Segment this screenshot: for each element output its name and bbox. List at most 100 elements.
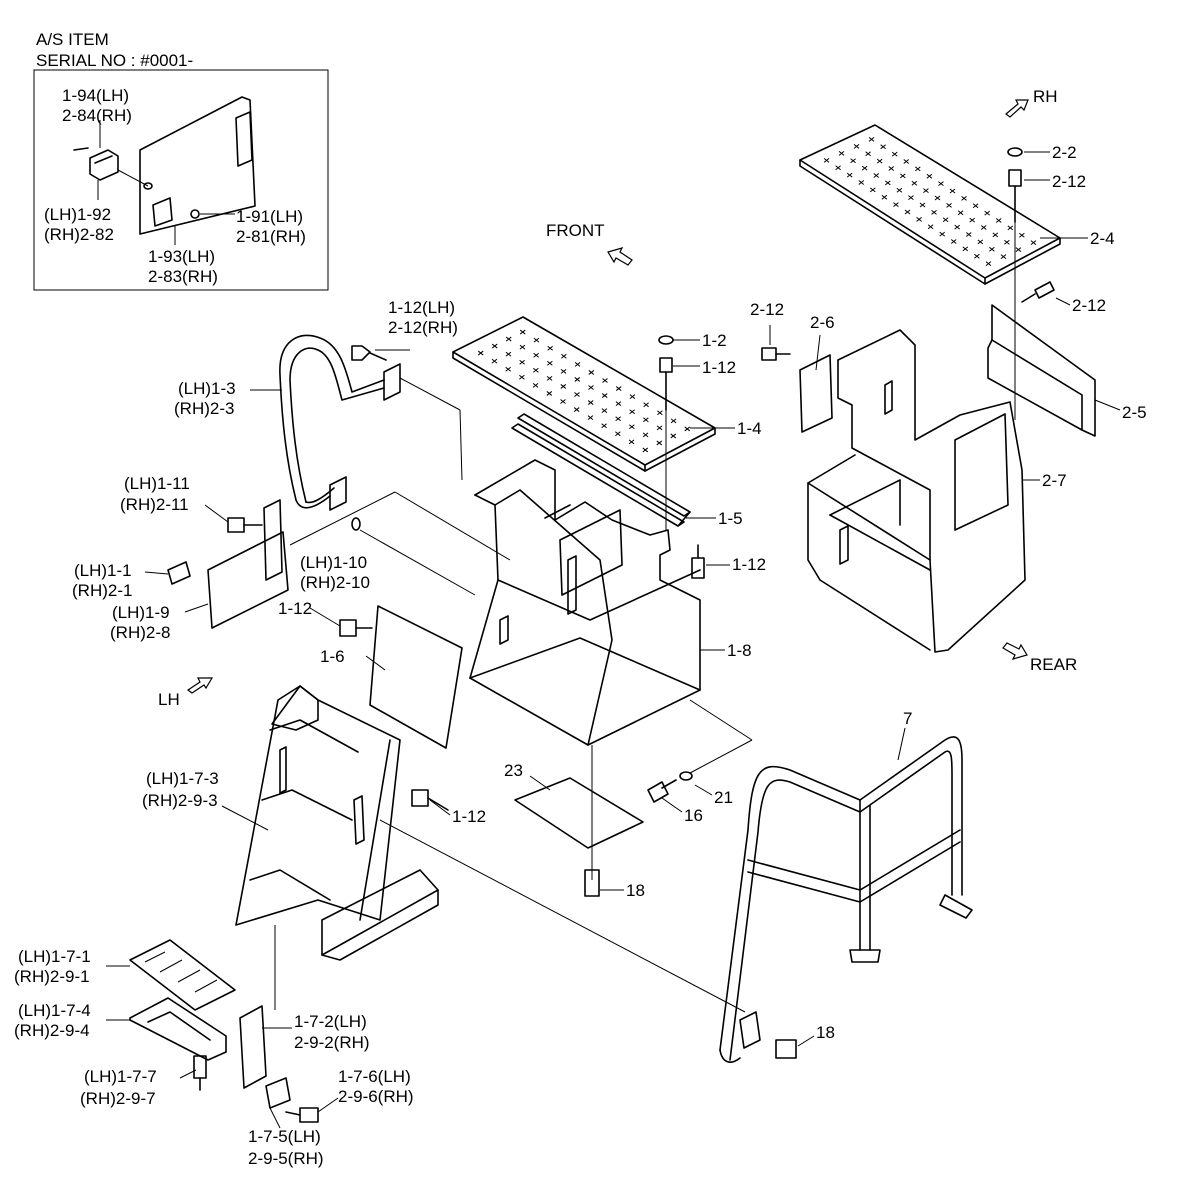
plate-hole [657,410,663,416]
plate-hole [519,344,526,350]
label-2-9-4-rh: (RH)2-9-4 [14,1021,90,1040]
plate-hole [903,159,910,164]
plate-hole [1015,247,1022,253]
plate-hole [601,393,608,398]
serial-number-heading: SERIAL NO : #0001- [36,51,193,70]
plate-hole [643,402,649,408]
label-1-7-6-lh: 1-7-6(LH) [338,1067,411,1086]
plate-hole [891,151,898,157]
label-1-8: 1-8 [727,641,752,660]
plate-hole [950,239,957,244]
plate-hole [587,415,594,421]
plate-hole [962,246,969,252]
plate-hole [505,366,511,372]
plate-hole [927,224,934,230]
plate-hole [629,409,635,415]
label-2-6: 2-6 [810,313,835,332]
label-18-cover: 18 [626,881,645,900]
plate-hole [656,440,663,446]
label-1-92-lh: (LH)1-92 [44,205,111,224]
plate-hole [560,384,567,389]
plate-hole [533,367,539,373]
plate-hole [911,180,918,186]
label-23: 23 [504,761,523,780]
rh-side-plate [799,354,833,433]
plate-hole [881,194,888,200]
plate-hole [916,216,922,222]
plate-hole [602,378,608,383]
lh-door-bolt-1-11 [227,517,263,533]
plate-hole [846,172,853,178]
washer-leader-2 [689,699,753,741]
plate-hole [974,253,980,259]
plate-hole [965,232,972,237]
inset-door-panel [139,96,256,235]
lh-side-cover [369,605,463,749]
ladder-leader [379,819,746,1013]
plate-hole [588,385,594,390]
label-2-84-rh: 2-84(RH) [62,106,132,125]
plate-hole [1000,254,1007,260]
plate-hole [985,261,992,267]
label-1-3-lh: (LH)1-3 [178,379,236,398]
step-bracket [129,997,227,1061]
inset-nut-icon [190,209,200,219]
guard-rail-bolt-18 [775,1039,797,1059]
plate-hole [865,151,871,157]
plate-hole [893,202,899,208]
plate-hole [850,158,856,164]
plate-hole [868,136,875,142]
label-2-9-6-rh: 2-9-6(RH) [338,1087,414,1106]
label-2-12-top: 2-12 [1052,172,1086,191]
label-2-9-5-rh: 2-9-5(RH) [248,1149,324,1168]
plate-hole [1007,225,1014,231]
plate-hole [505,336,512,342]
label-2-3-rh: (RH)2-3 [174,399,234,418]
plate-hole [838,150,845,156]
lh-ladder [235,685,439,961]
as-item-heading: A/S ITEM [36,30,109,49]
rh-arrow-icon [1005,99,1029,118]
plate-hole [670,418,677,424]
plate-hole [629,424,635,430]
label-1-93-lh: 1-93(LH) [148,247,215,266]
label-2-10-rh: (RH)2-10 [300,573,370,592]
label-2-4: 2-4 [1090,229,1115,248]
plate-hole [560,368,567,374]
plate-hole [519,374,525,380]
label-1-7-4-lh: (LH)1-7-4 [18,1001,91,1020]
plate-hole [926,173,933,179]
plate-hole [984,210,991,216]
rh-bolt-2-12-top [1008,169,1022,223]
plate-hole [629,394,636,400]
plate-hole [532,382,539,388]
plate-hole [533,337,540,343]
plate-hole [588,370,595,375]
inset-lock-icon [73,147,119,181]
plate-hole [656,425,663,431]
label-2-8-rh: (RH)2-8 [110,623,170,642]
lh-bolt-1-12-left [339,619,373,637]
rh-step-plate [799,124,1061,285]
lh-door-panel [207,499,289,629]
plate-hole [946,202,952,208]
plate-hole [561,353,567,359]
plate-hole [942,217,949,223]
label-2-12-rh: 2-12(RH) [388,318,458,337]
plate-hole [931,209,937,215]
label-1-7-5-lh: 1-7-5(LH) [248,1127,321,1146]
rh-plate-hole-pattern [823,136,1037,267]
cover-plate-bolt-18 [584,869,600,897]
lh-rail [511,413,691,527]
lh-handrail [279,334,401,511]
plate-hole [642,432,649,438]
plate-hole [519,359,525,365]
plate-hole [573,407,580,412]
plate-hole [980,225,987,230]
plate-hole [547,360,553,366]
plate-hole [615,386,622,391]
label-2-82-rh: (RH)2-82 [44,225,114,244]
plate-hole [853,143,860,149]
label-2-2: 2-2 [1052,143,1077,162]
plate-hole [870,187,876,193]
